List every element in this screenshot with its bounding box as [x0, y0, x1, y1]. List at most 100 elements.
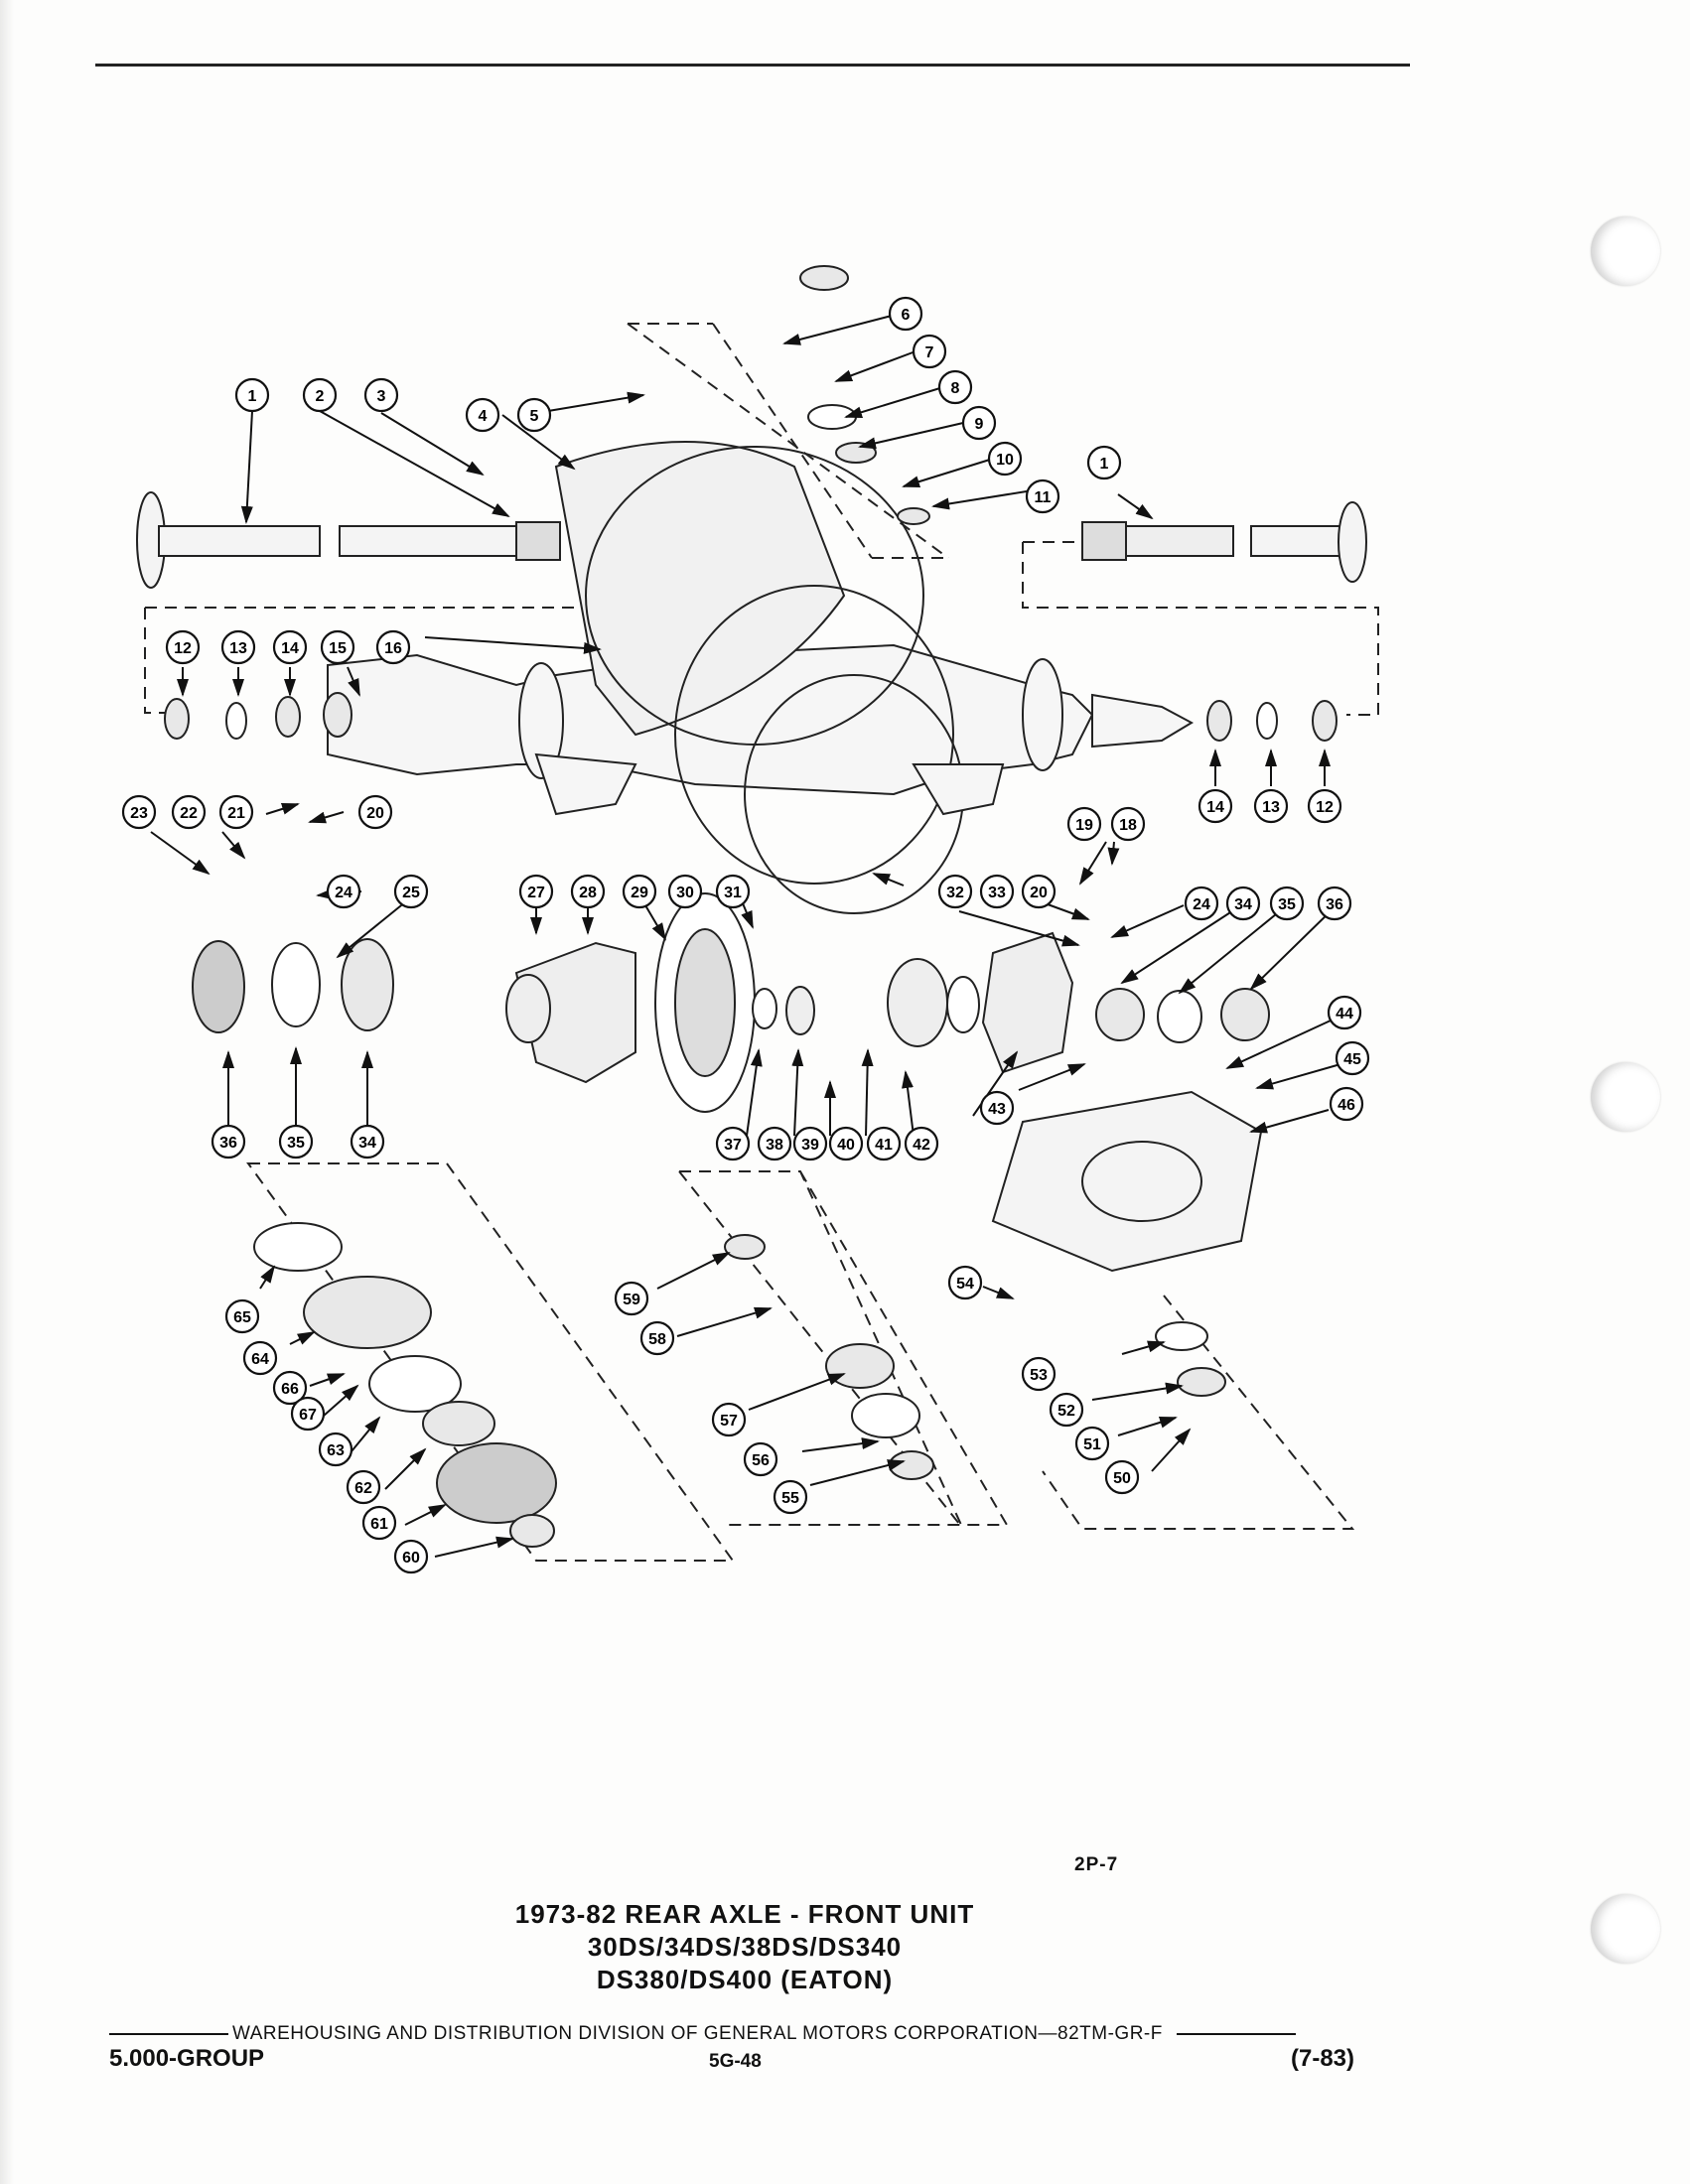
callout-circle [757, 1126, 792, 1161]
callout-circle [987, 441, 1023, 477]
callout-label: 59 [623, 1292, 640, 1308]
callout-circle [224, 1298, 260, 1334]
callout-label: 21 [227, 805, 245, 822]
callout-label: 58 [648, 1331, 666, 1348]
callout-label: 5 [530, 408, 539, 425]
axle-shaft-left [136, 491, 561, 589]
callout-circle [393, 874, 429, 909]
callout-62: 62 [346, 1469, 381, 1505]
leader-lines [150, 315, 1341, 1558]
callout-14: 14 [1197, 788, 1233, 824]
callout-circle [1086, 445, 1122, 480]
callout-circle [937, 369, 973, 405]
callout-label: 14 [281, 640, 299, 657]
callout-circle [165, 629, 201, 665]
callout-circle [272, 1370, 308, 1406]
callout-circle [302, 377, 338, 413]
callout-35: 35 [278, 1124, 314, 1160]
callout-label: 37 [724, 1137, 742, 1154]
callout-label: 7 [925, 344, 934, 361]
callout-label: 55 [781, 1490, 799, 1507]
callout-circle [516, 397, 552, 433]
footer-group: 5.000-GROUP [109, 2045, 265, 2072]
callout-36: 36 [1317, 886, 1352, 921]
callout-32: 32 [937, 874, 973, 909]
callout-label: 63 [327, 1442, 345, 1459]
callout-label: 25 [402, 885, 420, 901]
footer-dash-left [109, 2032, 228, 2035]
callout-label: 52 [1057, 1403, 1075, 1420]
callout-circle [1025, 478, 1060, 514]
callout-circle [888, 296, 923, 332]
callout-circle [465, 397, 500, 433]
callout-circle [1197, 788, 1233, 824]
callout-circle [346, 1469, 381, 1505]
callout-circle [937, 874, 973, 909]
callout-label: 33 [988, 885, 1006, 901]
figure-number: 2P-7 [1074, 1854, 1119, 1875]
callout-label: 35 [287, 1135, 305, 1152]
footer-publisher-line: WAREHOUSING AND DISTRIBUTION DIVISION OF… [109, 2023, 1296, 2045]
callout-21: 21 [218, 794, 254, 830]
callout-39: 39 [792, 1126, 828, 1161]
callout-45: 45 [1335, 1040, 1370, 1076]
figure-caption: 1973-82 REAR AXLE - FRONT UNIT 30DS/34DS… [377, 1898, 1112, 1996]
callout-label: 46 [1338, 1097, 1355, 1114]
callout-12: 12 [1307, 788, 1342, 824]
callout-9: 9 [961, 405, 997, 441]
callout-label: 65 [233, 1309, 251, 1326]
callout-circle [278, 1124, 314, 1160]
callout-50: 50 [1104, 1459, 1140, 1495]
callout-label: 23 [130, 805, 148, 822]
callout-label: 45 [1343, 1051, 1361, 1068]
callout-57: 57 [711, 1402, 747, 1437]
callout-circle [320, 629, 355, 665]
callout-20: 20 [1021, 874, 1056, 909]
callout-41: 41 [866, 1126, 902, 1161]
callout-label: 36 [1326, 896, 1343, 913]
callout-circle [979, 1090, 1015, 1126]
callout-circle [1066, 806, 1102, 842]
callout-label: 20 [1030, 885, 1048, 901]
callout-label: 1 [248, 388, 257, 405]
callout-circle [1184, 886, 1219, 921]
callout-22: 22 [171, 794, 207, 830]
callout-circle [357, 794, 393, 830]
callout-28: 28 [570, 874, 606, 909]
callout-circle [667, 874, 703, 909]
binder-hole-bottom [1591, 1894, 1660, 1964]
callout-13: 13 [1253, 788, 1289, 824]
callout-circle [361, 1505, 397, 1541]
callout-52: 52 [1049, 1392, 1084, 1428]
axle-shaft-right [1081, 501, 1367, 583]
callout-24: 24 [1184, 886, 1219, 921]
header-rule [95, 64, 1410, 67]
callout-label: 12 [1316, 799, 1334, 816]
callout-circle [1269, 886, 1305, 921]
callout-circle [1329, 1086, 1364, 1122]
callout-circle [743, 1441, 778, 1477]
callout-circle [211, 1124, 246, 1160]
callout-63: 63 [318, 1432, 353, 1467]
callout-label: 53 [1030, 1367, 1048, 1384]
callout-label: 34 [1234, 896, 1252, 913]
callout-circle [639, 1320, 675, 1356]
callout-label: 56 [752, 1452, 770, 1469]
callout-label: 32 [946, 885, 964, 901]
callout-label: 10 [996, 452, 1014, 469]
callout-54: 54 [947, 1265, 983, 1300]
callout-27: 27 [518, 874, 554, 909]
callout-label: 18 [1119, 817, 1137, 834]
callout-37: 37 [715, 1126, 751, 1161]
callout-circle [947, 1265, 983, 1300]
callout-58: 58 [639, 1320, 675, 1356]
callout-label: 36 [219, 1135, 237, 1152]
callout-19: 19 [1066, 806, 1102, 842]
callout-circle [171, 794, 207, 830]
callout-circle [350, 1124, 385, 1160]
callout-36: 36 [211, 1124, 246, 1160]
callout-5: 5 [516, 397, 552, 433]
callout-circle [326, 874, 361, 909]
callout-30: 30 [667, 874, 703, 909]
